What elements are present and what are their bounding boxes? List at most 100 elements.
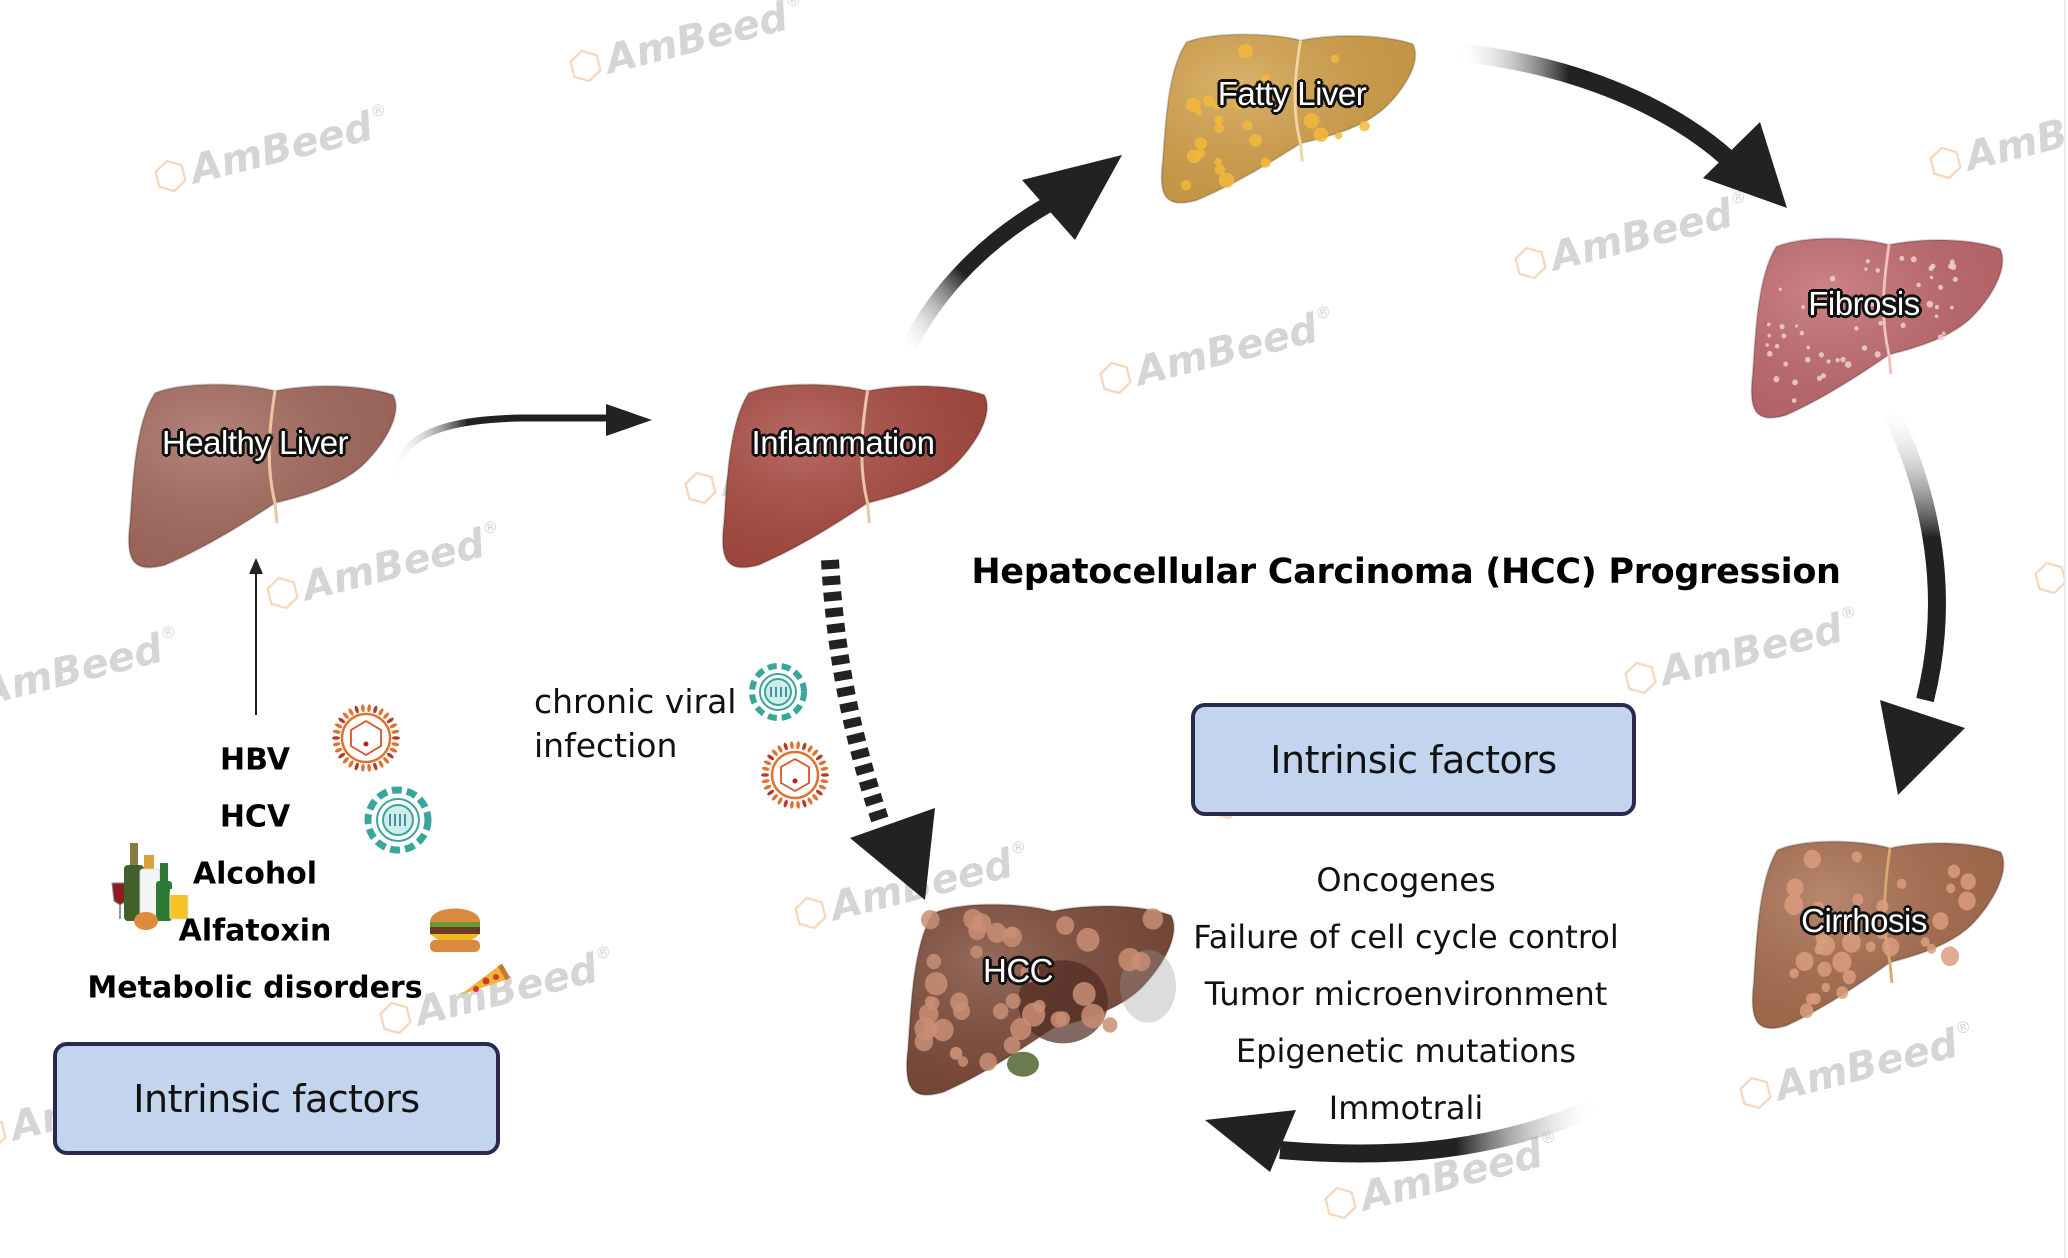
- liver-nodule: [921, 910, 940, 930]
- liver-nodule: [1852, 299, 1858, 305]
- virus-spike: [392, 736, 400, 740]
- liver-nodule: [1792, 379, 1798, 386]
- liver-nodule: [1817, 961, 1832, 977]
- fibrosis-liver[interactable]: [1750, 237, 2004, 419]
- intrinsic-factors-label: Intrinsic factors: [1270, 737, 1557, 782]
- liver-nodule: [1142, 908, 1164, 930]
- liver-nodule: [1842, 932, 1861, 953]
- virus-spike: [338, 752, 346, 759]
- liver-nodule: [1799, 330, 1805, 336]
- liver-nodule: [1783, 361, 1789, 367]
- hbv-virus-icon-viral: [761, 741, 829, 809]
- liver-nodule: [1869, 296, 1874, 301]
- virus-spike: [334, 723, 343, 729]
- liver-nodule: [979, 1052, 997, 1071]
- diagram-title: Hepatocellular Carcinoma (HCC) Progressi…: [971, 552, 1841, 592]
- liver-nodule: [1920, 937, 1930, 947]
- liver-nodule: [1799, 1003, 1814, 1019]
- liver-nodule: [1843, 294, 1848, 300]
- liver-nodule: [1237, 43, 1253, 59]
- hcv-virus-icon-viral: [749, 663, 807, 721]
- liver-nodule: [1214, 164, 1226, 175]
- virus-spike: [790, 741, 794, 750]
- liver-nodule: [1950, 263, 1957, 270]
- inflammation-liver[interactable]: [721, 383, 989, 569]
- hcv-virus-icon: [364, 786, 432, 854]
- virus-spike: [332, 742, 341, 747]
- arrow-risk-to-healthy: [249, 558, 263, 715]
- liver-nodule: [1242, 120, 1253, 131]
- liver-nodule: [1806, 345, 1811, 350]
- virus-spike: [348, 708, 354, 716]
- liver-nodule: [1916, 282, 1921, 288]
- mechanism-item: Epigenetic mutations: [1235, 1032, 1577, 1070]
- liver-nodule: [1832, 951, 1852, 973]
- liver-nodule: [1882, 937, 1900, 957]
- liver-nodule: [1235, 88, 1244, 97]
- arrow-inflammation-to-hcc-dashed: [821, 559, 935, 900]
- virus-spike: [767, 789, 775, 796]
- virus-spike: [338, 717, 346, 724]
- liver-nodule: [1826, 359, 1831, 364]
- virus-spike: [802, 799, 807, 808]
- liver-nodule: [1118, 947, 1141, 972]
- virus-spike: [391, 742, 400, 747]
- virus-spike: [812, 749, 819, 756]
- mechanism-item: Oncogenes: [1316, 861, 1496, 899]
- liver-nodule: [1786, 878, 1804, 898]
- liver-nodule: [1871, 310, 1876, 316]
- virus-spike: [771, 794, 778, 801]
- liver-nodule: [1868, 300, 1875, 307]
- virus-spike: [354, 762, 359, 771]
- stage-label-cirrhosis: Cirrhosis: [1801, 902, 1927, 939]
- virus-spike: [821, 773, 829, 777]
- liver-nodule: [1836, 986, 1849, 1000]
- virus-spike: [783, 742, 788, 751]
- virus-spike: [767, 754, 775, 761]
- liver-nodule: [1102, 1017, 1118, 1033]
- liver-nodule: [1330, 54, 1340, 64]
- liver-nodule: [1022, 1002, 1046, 1027]
- liver-nodule: [914, 1031, 934, 1052]
- right-border: [2064, 0, 2066, 1258]
- liver-nodule: [1072, 982, 1096, 1006]
- risk-factor-hcv: HCV: [219, 799, 291, 835]
- liver-nodule: [1816, 935, 1836, 956]
- intrinsic-factors-box-right: Intrinsic factors: [1191, 703, 1636, 816]
- pizza-icon: [460, 963, 511, 995]
- liver-nodule: [992, 1003, 1009, 1020]
- burger-icon: [430, 908, 480, 952]
- virus-spike: [777, 745, 783, 753]
- stage-label-fibrosis: Fibrosis: [1808, 285, 1920, 322]
- liver-nodule: [950, 1047, 962, 1059]
- liver-nodule: [1795, 324, 1799, 328]
- virus-spike: [802, 742, 807, 751]
- viral-infection-note: chronic viral infection: [534, 680, 736, 768]
- hcc-liver[interactable]: [905, 903, 1176, 1096]
- virus-spike: [332, 736, 340, 740]
- liver-nodule: [932, 1018, 954, 1042]
- virus-spike: [771, 749, 778, 756]
- liver-nodule: [1765, 343, 1769, 347]
- liver-nodule: [1844, 361, 1852, 368]
- liver-nodule: [1803, 849, 1821, 869]
- arrow-fibrosis-to-cirrhosis: [1879, 401, 1965, 795]
- liver-nodule: [1946, 883, 1956, 894]
- liver-nodule: [1767, 350, 1773, 357]
- cirrhosis-liver[interactable]: [1751, 840, 2005, 1030]
- virus-spike: [761, 779, 770, 784]
- liver-nodule: [1313, 127, 1329, 142]
- arrow-fatty-to-fibrosis: [1454, 43, 1787, 208]
- liver-nodule: [1947, 864, 1961, 878]
- risk-factor-metabolic: Metabolic disorders: [87, 970, 423, 1006]
- healthy-liver[interactable]: [127, 383, 397, 569]
- liver-nodule: [1795, 951, 1814, 972]
- viral-note-line2: infection: [534, 726, 678, 765]
- fatty-liver[interactable]: [1160, 33, 1417, 204]
- liver-nodule: [1896, 878, 1907, 890]
- liver-nodule: [1261, 74, 1270, 83]
- liver-nodule: [1050, 1011, 1067, 1028]
- liver-nodule: [1899, 255, 1905, 262]
- liver-nodule: [1875, 268, 1880, 273]
- liver-nodule: [1234, 98, 1246, 110]
